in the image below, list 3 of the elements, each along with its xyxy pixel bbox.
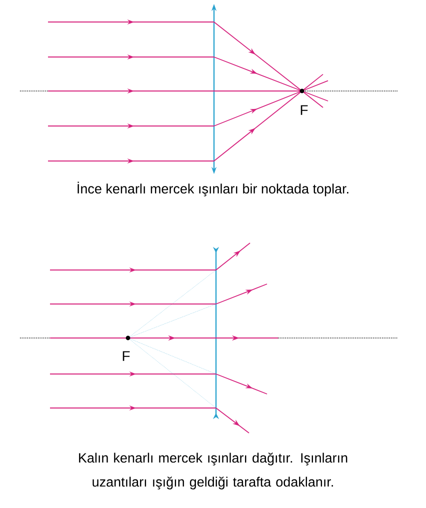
caption: İnce kenarlı mercek ışınları bir noktada toplar.	[78, 182, 348, 196]
caption: Kalın kenarlı mercek ışınları dağıtır. Işınların uzantıları ışığın geldiği tarafta odaklanır.	[79, 452, 348, 490]
focal-point-label: F	[122, 351, 130, 361]
